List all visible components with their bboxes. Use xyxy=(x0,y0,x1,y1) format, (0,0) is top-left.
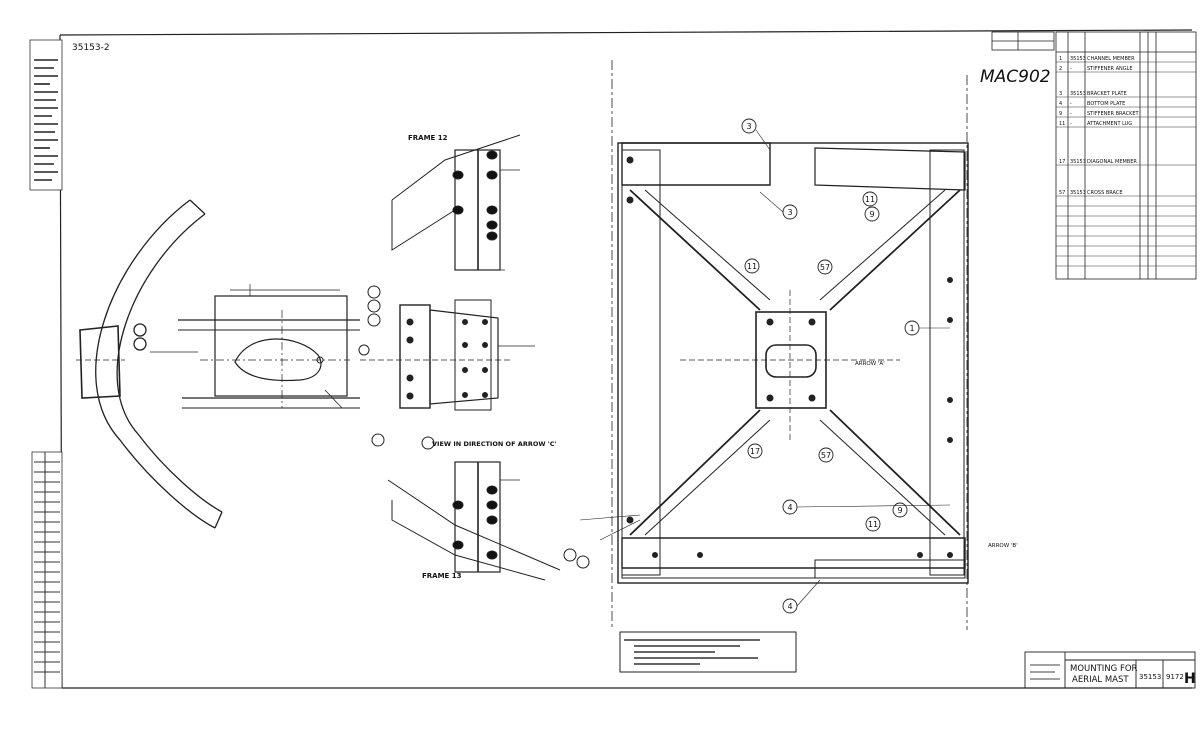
balloon-11-left-label: 11 xyxy=(747,262,757,271)
curved-frame-view xyxy=(76,199,223,529)
parts-row-number: 11 xyxy=(1059,121,1065,127)
parts-row-description: STIFFENER ANGLE xyxy=(1087,66,1133,72)
lug-plate-view xyxy=(178,284,381,409)
callout-balloons xyxy=(741,118,920,614)
title-block xyxy=(1024,651,1196,689)
parts-row-code: 35153 xyxy=(1070,91,1086,97)
parts-row-description: CROSS BRACE xyxy=(1087,190,1123,196)
parts-row-number: 57 xyxy=(1059,190,1065,196)
balloon-11-right-label: 11 xyxy=(865,195,875,204)
parts-row-number: 2 xyxy=(1059,66,1062,72)
balloon-11-left xyxy=(744,258,760,274)
balloon-11-bottom xyxy=(865,516,881,532)
revision-strip xyxy=(29,39,63,689)
title-block-drawing-number: 35153 xyxy=(1139,673,1161,681)
leader-lines xyxy=(579,129,951,607)
balloon-9-right xyxy=(864,206,880,222)
arrow-c-view xyxy=(360,299,535,450)
parts-row-description: STIFFENER BRACKET xyxy=(1087,111,1140,117)
parts-row-code: 35153 xyxy=(1070,190,1086,196)
balloon-4-bottom-label: 4 xyxy=(787,602,792,611)
sheet-border xyxy=(59,29,1193,689)
title-block-sheet-code: 9172 xyxy=(1166,673,1184,681)
parts-row-number: 3 xyxy=(1059,91,1062,97)
parts-row: 2 - STIFFENER ANGLE xyxy=(1056,66,1196,73)
parts-row-number: 4 xyxy=(1059,101,1062,107)
parts-row-description: CHANNEL MEMBER xyxy=(1087,56,1135,62)
balloon-3-top xyxy=(741,118,757,134)
parts-row-description: DIAGONAL MEMBER xyxy=(1087,159,1137,165)
revision-letter: H xyxy=(1184,671,1196,687)
parts-row: 3 35153 BRACKET PLATE xyxy=(1056,91,1196,98)
balloon-17-label: 17 xyxy=(750,447,760,456)
parts-row: 4 - BOTTOM PLATE xyxy=(1056,101,1196,108)
balloon-3-mid-label: 3 xyxy=(787,208,792,217)
balloon-57-bottom xyxy=(818,447,834,463)
parts-row-code: - xyxy=(1070,101,1072,107)
reference-box xyxy=(991,31,1055,51)
balloon-4-top-label: 4 xyxy=(787,503,792,512)
balloon-9-bottom xyxy=(892,502,908,518)
parts-row: 57 35153 CROSS BRACE xyxy=(1056,190,1196,197)
main-frame-plan xyxy=(611,60,969,630)
parts-row-code: - xyxy=(1070,111,1072,117)
parts-list-rows: 1 35153 CHANNEL MEMBER 2 - STIFFENER ANG… xyxy=(1056,56,1196,267)
parts-row-description: ATTACHMENT LUG xyxy=(1087,121,1132,127)
parts-row-description: BRACKET PLATE xyxy=(1087,91,1127,97)
parts-row-number: 17 xyxy=(1059,159,1065,165)
balloon-3-top-label: 3 xyxy=(746,122,751,131)
title-line-2: AERIAL MAST xyxy=(1072,675,1129,685)
balloon-11-right xyxy=(862,191,878,207)
drawing-number-top-left: 35153-2 xyxy=(72,43,110,53)
frame-12-section xyxy=(391,134,521,271)
balloon-9-bottom-label: 9 xyxy=(897,506,902,515)
parts-list-table xyxy=(1055,31,1197,280)
parts-row: 17 35153 DIAGONAL MEMBER xyxy=(1056,159,1196,166)
balloon-11-bottom-label: 11 xyxy=(868,520,878,529)
frame-12-title: FRAME 12 xyxy=(408,134,448,142)
frame-13-section xyxy=(387,461,590,581)
parts-row-code: 35153 xyxy=(1070,159,1086,165)
parts-row: 1 35153 CHANNEL MEMBER xyxy=(1056,56,1196,63)
balloon-57-bottom-label: 57 xyxy=(821,451,831,460)
balloon-9-right-label: 9 xyxy=(869,210,874,219)
balloon-57-top xyxy=(817,259,833,275)
parts-row: 11 - ATTACHMENT LUG xyxy=(1056,121,1196,128)
notes-box xyxy=(619,631,797,673)
arrow-a-label: ARROW 'A' xyxy=(855,361,885,367)
title-line-1: MOUNTING FOR xyxy=(1070,664,1138,674)
balloon-1-label: 1 xyxy=(909,324,914,333)
parts-row-code: - xyxy=(1070,66,1072,72)
parts-row-code: 35153 xyxy=(1070,56,1086,62)
parts-row: 9 - STIFFENER BRACKET xyxy=(1056,111,1196,118)
balloon-17 xyxy=(747,443,763,459)
parts-row-number: 1 xyxy=(1059,56,1062,62)
view-c-caption: VIEW IN DIRECTION OF ARROW 'C' xyxy=(432,440,557,448)
arrow-b-label: ARROW 'B' xyxy=(988,543,1018,549)
balloon-labels: 3 3 11 9 11 57 1 17 57 4 9 11 4 xyxy=(746,122,914,611)
balloon-57-top-label: 57 xyxy=(820,263,830,272)
parts-row-code: - xyxy=(1070,121,1072,127)
parts-row-number: 9 xyxy=(1059,111,1062,117)
handwritten-id: MAC902 xyxy=(980,67,1051,87)
parts-row-description: BOTTOM PLATE xyxy=(1087,101,1125,107)
frame-13-title: FRAME 13 xyxy=(422,572,462,580)
